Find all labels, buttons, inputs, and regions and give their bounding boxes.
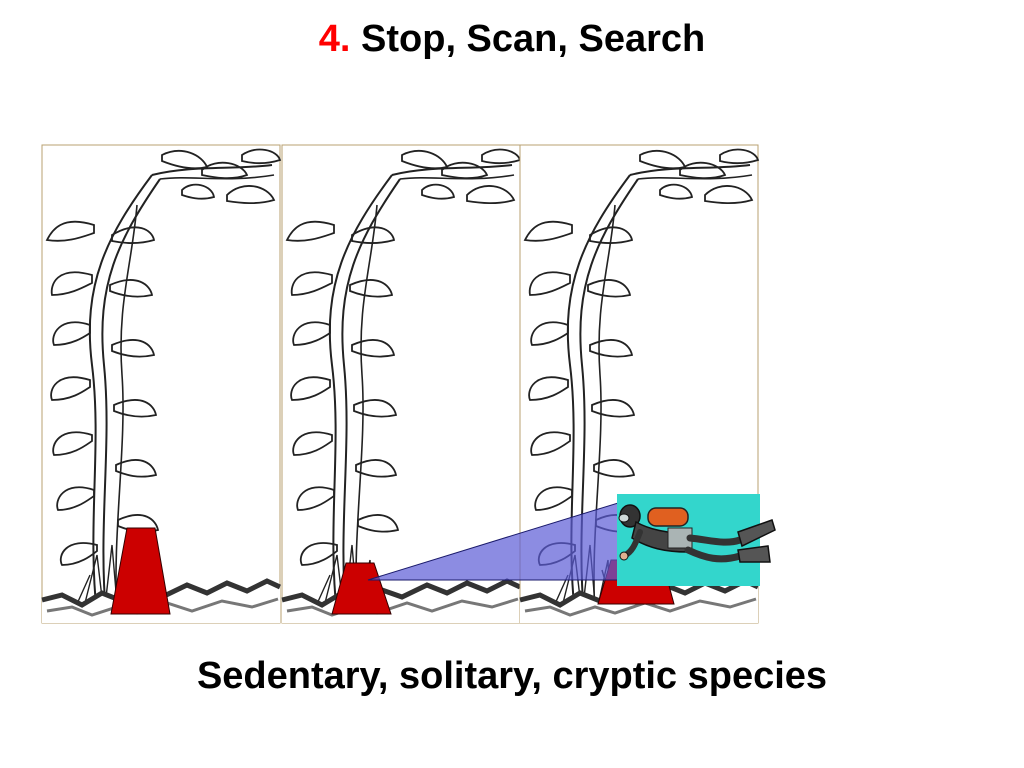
- scuba-diver-icon: [617, 494, 776, 586]
- slide-title-number: 4.: [318, 18, 351, 60]
- survey-marker-icon: [110, 527, 171, 615]
- slide-title-text: Stop, Scan, Search: [361, 18, 706, 60]
- survey-marker-icon: [331, 562, 392, 615]
- slide-title: 4. Stop, Scan, Search: [0, 18, 1024, 61]
- kelp-panel-2: [282, 144, 520, 623]
- kelp-panel-1: [42, 144, 280, 623]
- slide-caption: Sedentary, solitary, cryptic species: [196, 655, 828, 697]
